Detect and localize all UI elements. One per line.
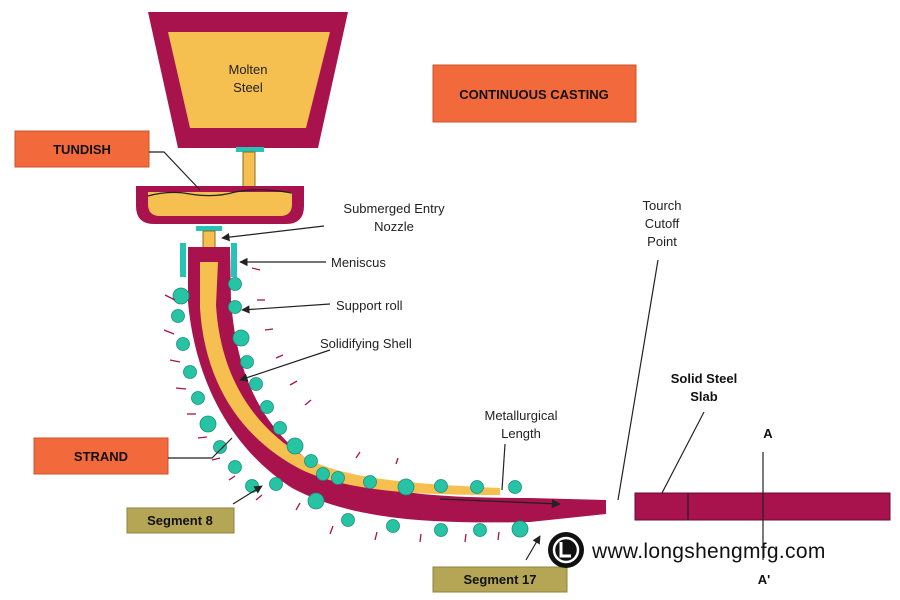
support-roll [363,475,377,489]
segment17-box: Segment 17 [432,566,568,593]
roll-tick [289,380,298,386]
support-roll [228,277,242,291]
roll-tick [251,267,261,271]
roll-tick [304,399,312,406]
support-roll [260,400,274,414]
meniscus-label: Meniscus [331,255,386,270]
support-roll-label: Support roll [336,298,403,313]
support-roll [171,309,185,323]
tundish-label: TUNDISH [53,142,111,157]
support-roll [273,421,287,435]
support-roll [286,437,304,455]
roll-tick [419,533,422,543]
continuous-casting-title: CONTINUOUS CASTING [459,87,609,102]
website-watermark: www.longshengmfg.com [591,540,826,563]
torch-label-3: Point [647,234,677,249]
roll-tick [228,475,236,481]
strand-label: STRAND [74,449,128,464]
segment8-label: Segment 8 [147,513,213,528]
segment17-label: Segment 17 [464,572,537,587]
support-roll [245,479,259,493]
support-roll [213,440,227,454]
solidifying-shell-label: Solidifying Shell [320,336,412,351]
section-a-label: A [763,426,773,441]
support-roll [470,480,484,494]
roll-tick [164,294,176,301]
support-roll [191,391,205,405]
support-roll [228,300,242,314]
section-a-prime-label: A' [758,572,770,587]
roll-tick [275,354,284,359]
support-roll [232,329,250,347]
roll-tick [255,494,263,501]
tundish-box: TUNDISH [14,130,150,168]
metallurgical-label-1: Metallurgical [485,408,558,423]
roll-tick [295,502,301,511]
support-roll [316,467,330,481]
molten-steel-label-2: Steel [233,80,263,95]
support-roll [434,523,448,537]
roll-tick [329,525,334,535]
roll-tick [175,387,187,390]
support-roll [331,471,345,485]
molten-steel-label-1: Molten [228,62,267,77]
leader-lines [149,151,705,561]
support-roll [269,477,283,491]
support-roll [240,355,254,369]
roll-tick [211,457,221,461]
metallurgical-label-2: Length [501,426,541,441]
sen-label-2: Nozzle [374,219,414,234]
ladle: Molten Steel [148,12,348,148]
slab-label-2: Slab [690,389,718,404]
longsheng-logo-icon [548,532,584,568]
support-roll [397,478,415,496]
support-roll [511,520,529,538]
mold [180,243,237,277]
support-roll [183,365,197,379]
support-roll [199,415,217,433]
sen-label-1: Submerged Entry [343,201,445,216]
tundish [136,186,304,224]
torch-label-1: Tourch [642,198,681,213]
support-roll [228,460,242,474]
continuous-casting-box: CONTINUOUS CASTING [432,64,637,123]
slab-label-1: Solid Steel [671,371,737,386]
support-roll [249,377,263,391]
roll-tick [197,436,208,439]
strand-box: STRAND [33,437,169,475]
torch-label-2: Cutoff [645,216,680,231]
roll-tick [464,533,467,543]
roll-tick [264,328,274,331]
segment8-box: Segment 8 [126,507,235,534]
roll-tick [497,531,500,541]
roll-tick [163,329,175,335]
roll-tick [355,451,361,459]
support-roll [172,287,190,305]
roll-tick [395,457,399,465]
support-roll [176,337,190,351]
support-roll [434,479,448,493]
support-roll [341,513,355,527]
support-roll [508,480,522,494]
roll-tick [169,359,181,363]
support-roll [386,519,400,533]
support-roll [307,492,325,510]
roll-ticks [163,267,500,543]
support-roll [304,454,318,468]
support-roll [473,523,487,537]
roll-tick [374,531,378,541]
solid-steel-slab: A A' [634,426,891,587]
